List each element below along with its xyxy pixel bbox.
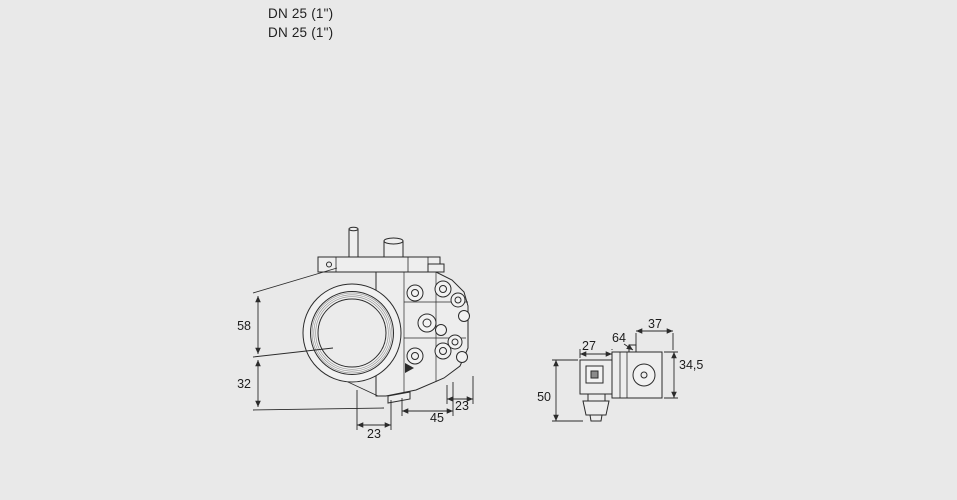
gland-neck — [587, 393, 606, 402]
dim-label-23-left: 23 — [367, 427, 381, 441]
cable-gland-nut — [582, 400, 610, 416]
locating-pin — [348, 228, 359, 258]
left-extension-lines — [252, 267, 385, 411]
side-bolts — [447, 292, 470, 363]
knob-center — [640, 371, 648, 379]
body-foot — [387, 391, 411, 404]
dim-label-58: 58 — [237, 319, 251, 333]
pilot-ports — [417, 313, 447, 336]
dimension-lines — [252, 267, 678, 430]
dimension-labels: 58 32 23 45 23 27 64 37 34,5 50 — [237, 317, 703, 441]
dn-size-label-1: DN 25 (1") — [268, 6, 334, 21]
dim-label-50: 50 — [537, 390, 551, 404]
leader-line-64 — [623, 343, 634, 351]
dim-label-23-right: 23 — [455, 399, 469, 413]
plate-hole — [326, 261, 332, 268]
cable-gland-tip — [589, 414, 603, 422]
threaded-flange — [302, 283, 402, 383]
dim-label-37: 37 — [648, 317, 662, 331]
dim-label-45: 45 — [430, 411, 444, 425]
flow-arrow-icon — [405, 363, 414, 373]
dim-label-32: 32 — [237, 377, 251, 391]
boss-top — [383, 237, 404, 245]
dim-label-34-5: 34,5 — [679, 358, 703, 372]
actuator-assembly — [579, 344, 663, 422]
valve-assembly — [302, 226, 470, 404]
dn-size-label-2: DN 25 (1") — [268, 25, 334, 40]
actuator-body-lines — [619, 352, 628, 398]
connector-socket — [590, 370, 599, 379]
body-tab — [427, 263, 445, 273]
dim-label-27: 27 — [582, 339, 596, 353]
pin-top — [348, 226, 359, 232]
front-bolts — [406, 280, 452, 365]
dim-label-64: 64 — [612, 331, 626, 345]
